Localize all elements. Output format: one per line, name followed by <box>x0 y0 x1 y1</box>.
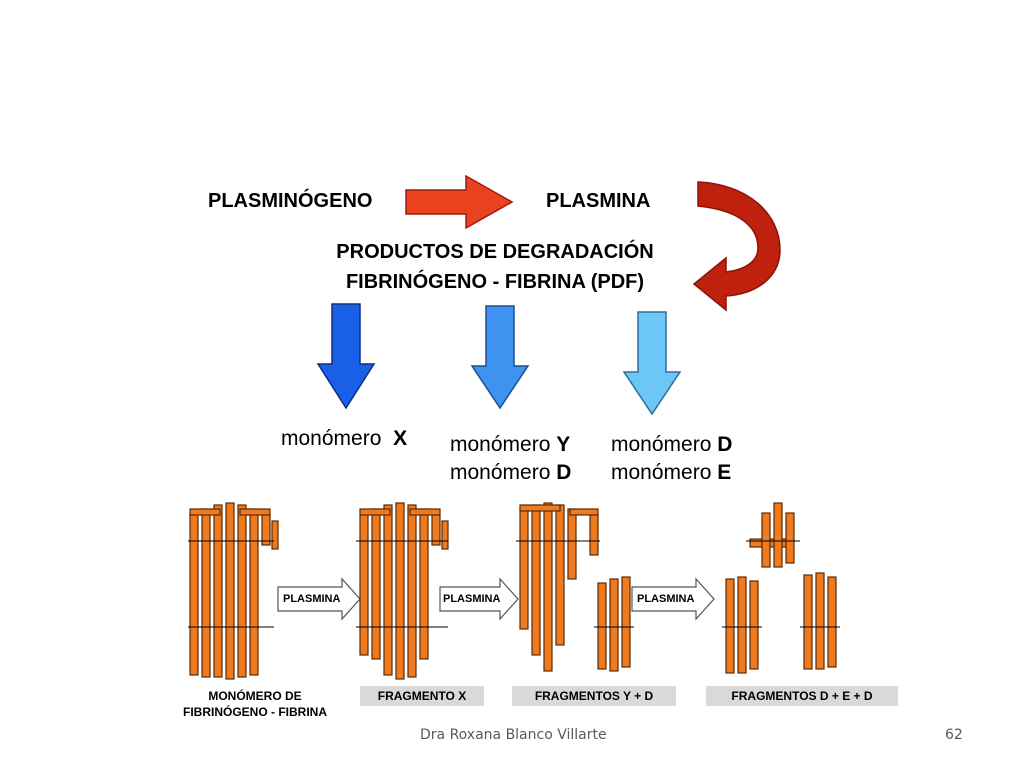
plasmin-arrow-3-icon <box>631 577 715 621</box>
fibrinogen-monomer-icon <box>188 502 279 680</box>
fibrin-degradation-figure: .st { fill:#f07b1f; stroke:#5a2a05; stro… <box>188 502 840 680</box>
down-arrow-de-icon <box>622 311 682 416</box>
enzyme-label-1: PLASMINA <box>283 593 341 605</box>
monomer-e-letter: E <box>717 461 732 484</box>
monomer-x-letter: X <box>393 427 408 450</box>
monomer-de-label: monómero D monómero E <box>611 431 732 487</box>
curved-arrow-icon <box>692 181 781 312</box>
enzyme-label-3: PLASMINA <box>637 593 695 605</box>
monomer-y-prefix: monómero <box>450 433 551 456</box>
fragments-d-e-d-icon <box>722 502 840 674</box>
enzyme-label-2: PLASMINA <box>443 593 501 605</box>
panel-label-fragments-yd: FRAGMENTOS Y + D <box>512 686 676 706</box>
panel-label-fragments-ded: FRAGMENTOS D + E + D <box>706 686 898 706</box>
plasmin-arrow-2-icon <box>439 577 519 621</box>
plasminogen-label: PLASMINÓGENO <box>208 190 373 212</box>
degradation-products-line2: FIBRINÓGENO - FIBRINA (PDF) <box>345 271 645 293</box>
fragment-x-icon <box>356 502 449 680</box>
monomer-yd-label: monómero Y monómero D <box>450 431 571 487</box>
panel-label-monomer: MONÓMERO DE FIBRINÓGENO - FIBRINA <box>170 688 340 720</box>
degradation-products-line1: PRODUCTOS DE DEGRADACIÓN <box>336 241 654 263</box>
conversion-arrow-icon <box>405 174 514 230</box>
panel-label-fragment-x: FRAGMENTO X <box>360 686 484 706</box>
monomer-y-letter: Y <box>556 433 571 456</box>
monomer-e-prefix: monómero <box>611 461 712 484</box>
plasmin-arrow-1-icon <box>277 577 361 621</box>
footer-author: Dra Roxana Blanco Villarte <box>420 727 607 743</box>
panel-label-monomer-line1: MONÓMERO DE <box>208 689 302 703</box>
page-number: 62 <box>945 727 963 743</box>
fragments-y-d-icon <box>516 502 634 672</box>
monomer-d2-prefix: monómero <box>611 433 712 456</box>
degradation-products-title: PRODUCTOS DE DEGRADACIÓN FIBRINÓGENO - F… <box>300 237 690 297</box>
monomer-d1-letter: D <box>556 461 572 484</box>
down-arrow-x-icon <box>316 303 376 410</box>
monomer-d2-letter: D <box>717 433 733 456</box>
down-arrow-y-icon <box>470 305 530 410</box>
monomer-d1-prefix: monómero <box>450 461 551 484</box>
plasmin-label: PLASMINA <box>546 190 651 212</box>
monomer-x-prefix: monómero <box>281 427 382 450</box>
monomer-x-label: monómero X <box>281 425 407 453</box>
panel-label-monomer-line2: FIBRINÓGENO - FIBRINA <box>183 705 327 719</box>
